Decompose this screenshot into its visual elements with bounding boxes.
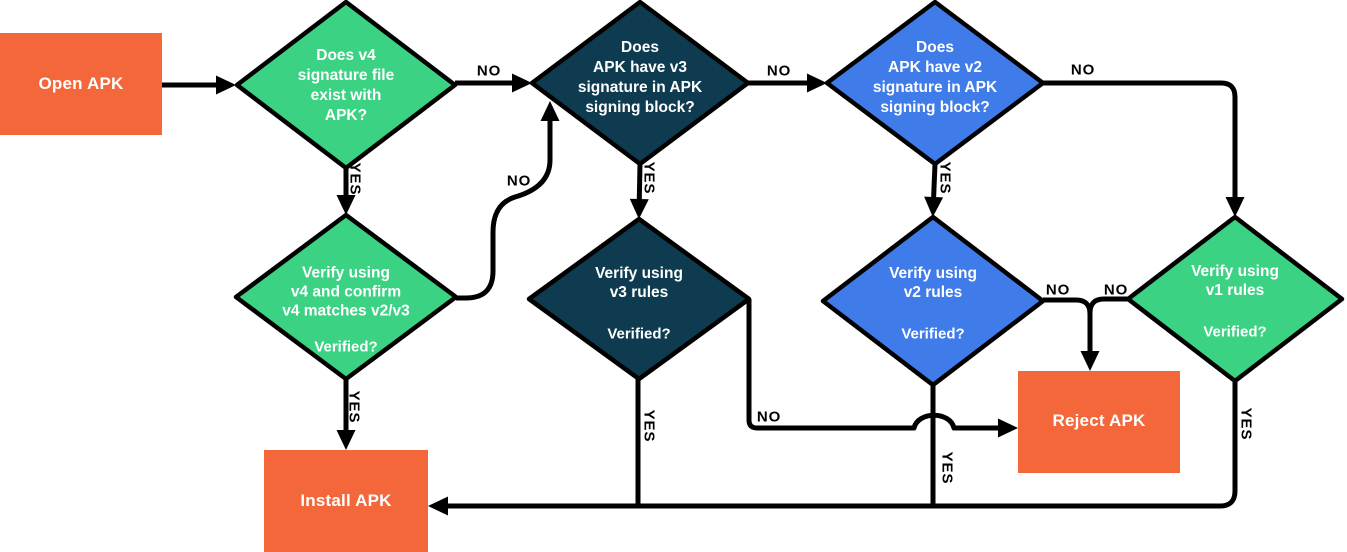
decision-v2-signature-diamond	[824, 0, 1046, 167]
decision-verify-v4-diamond	[233, 212, 459, 382]
edge-qv2-no-to-verifyv1	[1043, 80, 1245, 217]
open-apk-box	[0, 33, 162, 135]
edge-qv3-yes-to-verifyv3	[629, 163, 649, 219]
edge-verifyv2-no-to-reject	[1043, 297, 1100, 371]
install-apk-box	[264, 450, 428, 552]
decision-verify-v3-diamond	[526, 216, 752, 382]
edge-verifyv1-no-merge	[1087, 296, 1128, 314]
decision-v3-signature-diamond	[529, 0, 751, 167]
edge-verifyv3-no-to-reject	[746, 299, 1018, 438]
decision-v4-exists-diamond	[234, 0, 458, 171]
reject-apk-box	[1018, 371, 1180, 473]
edge-verifyv1-yes-to-install	[428, 381, 1238, 516]
edge-verifyv4-no-to-qv3	[456, 101, 560, 301]
edge-qv2-yes-to-verifyv2	[924, 163, 944, 217]
decision-verify-v1-diamond	[1125, 214, 1345, 384]
decision-verify-v2-diamond	[820, 214, 1046, 388]
